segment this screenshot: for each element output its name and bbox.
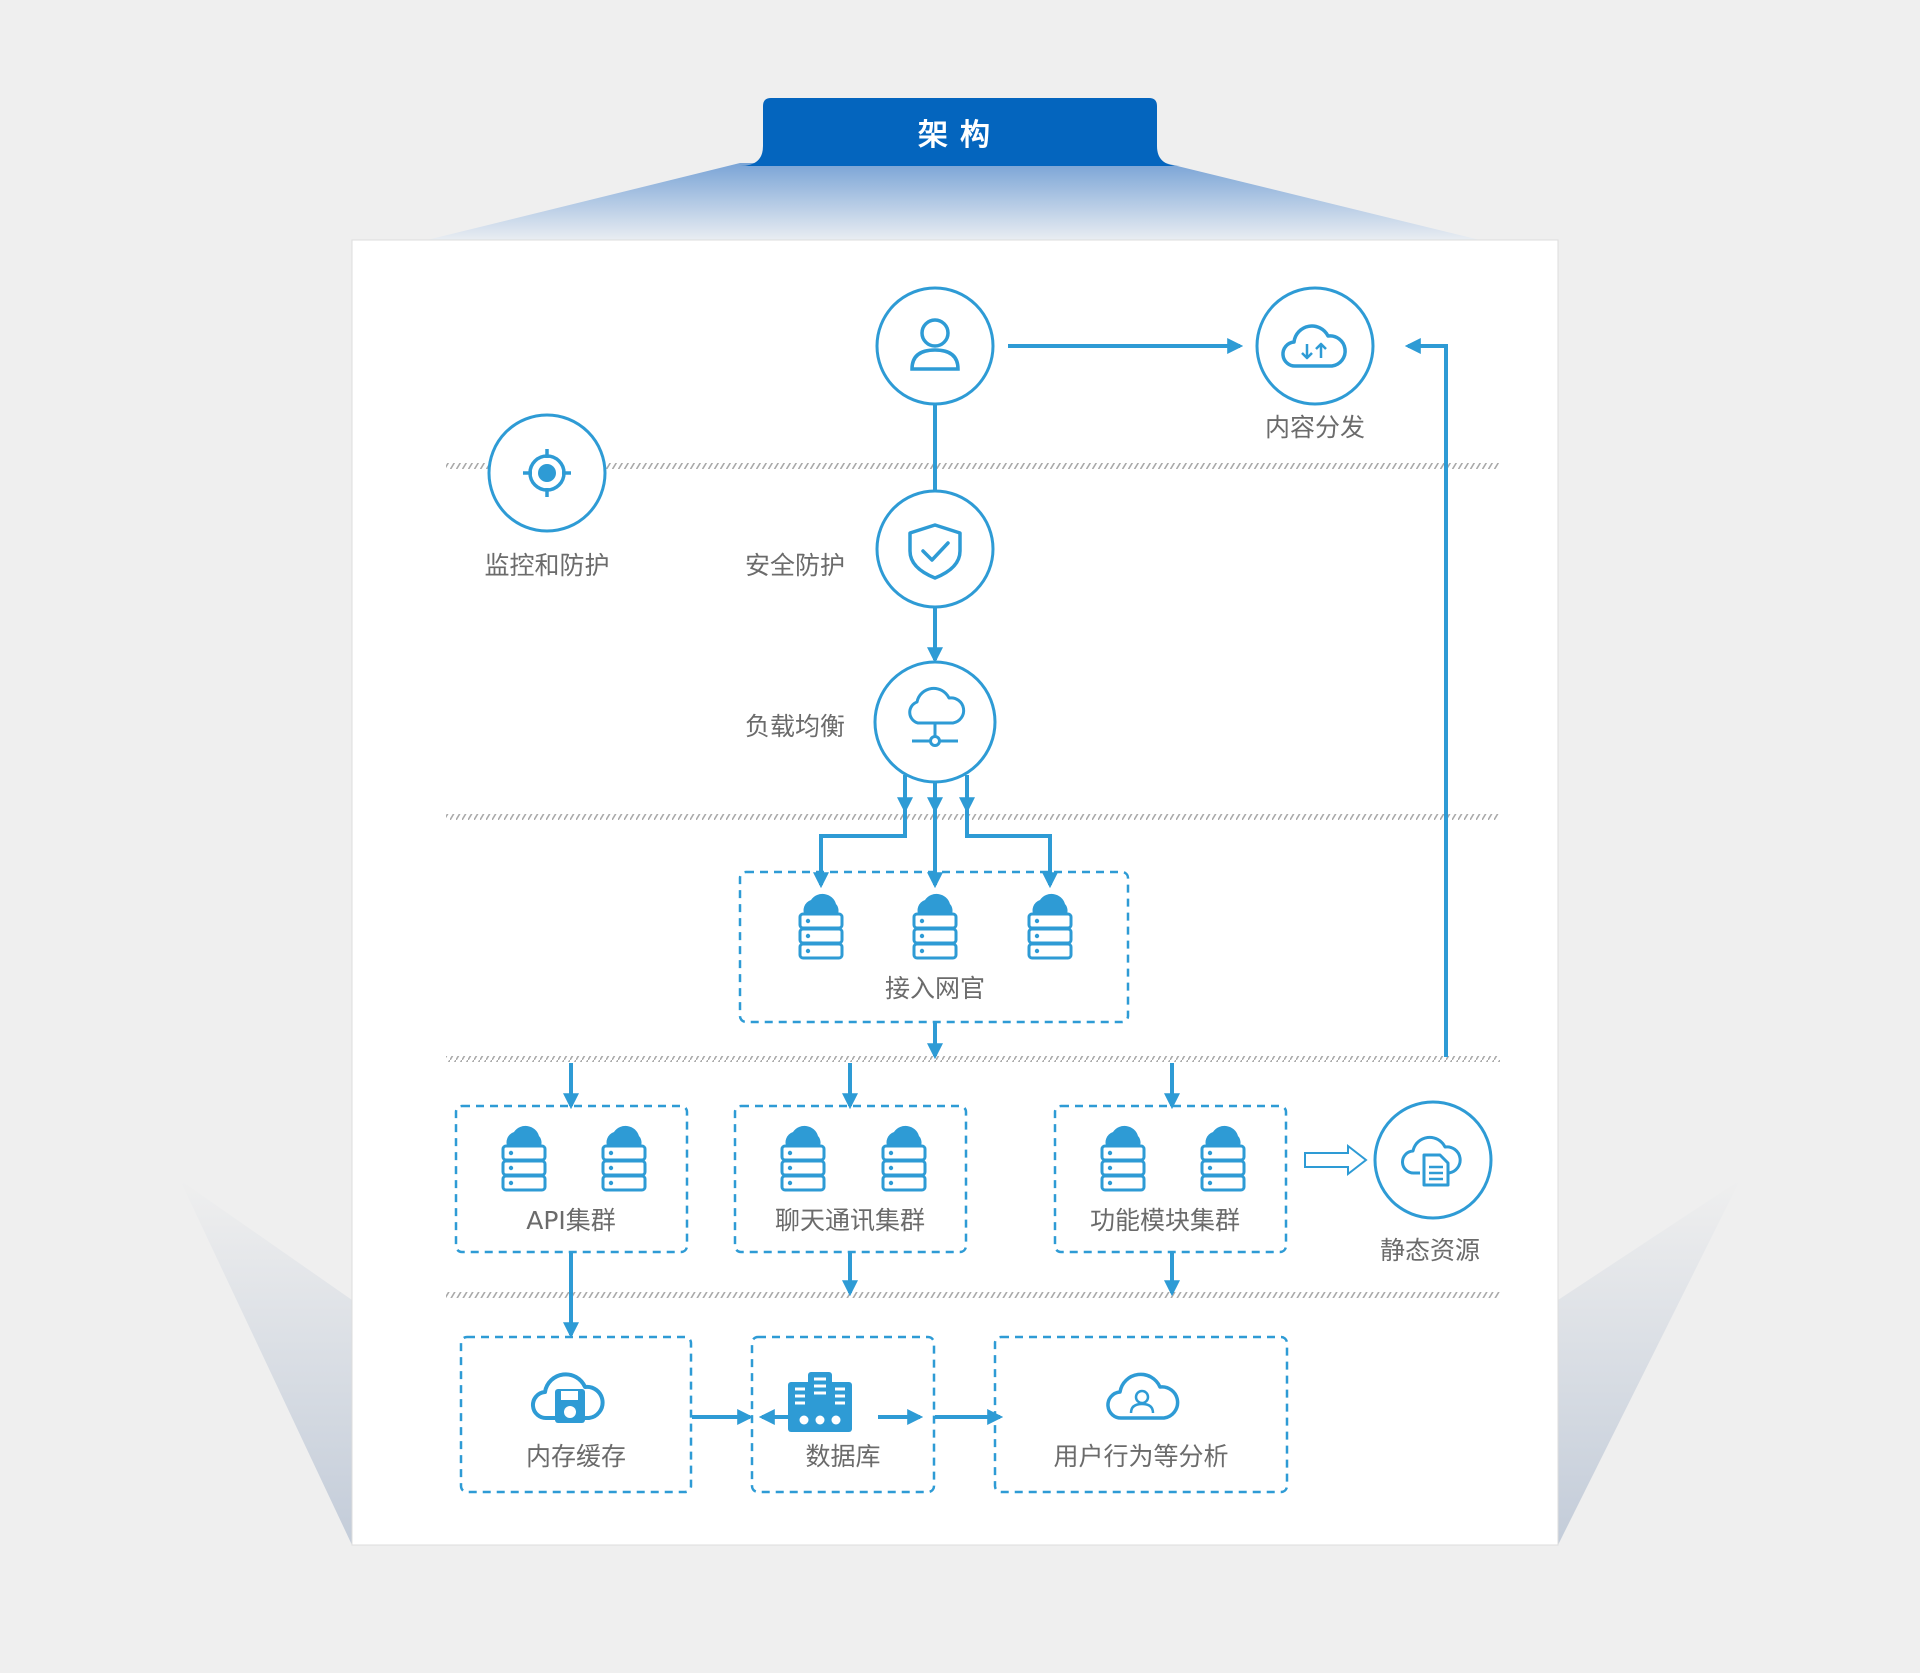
monitoring-label: 监控和防护: [484, 551, 610, 580]
hollow-arrow-icon: [1304, 1143, 1368, 1177]
cloud-server-icon: [798, 892, 844, 960]
memory-cache-box: [459, 1335, 693, 1494]
cloud-server-icon: [1100, 1124, 1146, 1192]
tier-divider: [446, 1056, 1500, 1062]
cloud-upload-download-icon: [1281, 324, 1347, 368]
header-tab: [740, 98, 1180, 166]
cloud-network-icon: [908, 686, 966, 747]
memory-cache-label: 内存缓存: [525, 1442, 626, 1471]
user-icon: [910, 318, 960, 371]
target-icon: [523, 449, 571, 497]
database-box: [750, 1335, 936, 1494]
cloud-floppy-icon: [531, 1372, 605, 1423]
arrow-to-gateway-left: [813, 810, 907, 889]
cloud-user-icon: [1106, 1372, 1180, 1420]
feature-cluster-box: [1053, 1104, 1288, 1254]
arrow-static-to-cdn: [1404, 338, 1448, 1057]
analytics-label: 用户行为等分析: [1053, 1442, 1229, 1471]
cloud-document-icon: [1401, 1135, 1462, 1187]
cloud-server-icon: [601, 1124, 647, 1192]
security-node: [875, 489, 995, 609]
analytics-box: [993, 1335, 1289, 1494]
database-label: 数据库: [805, 1442, 881, 1471]
arrow-to-gateway-right: [965, 810, 1058, 889]
page-title: 架构: [918, 118, 1002, 153]
tier-divider: [446, 1292, 1500, 1298]
cloud-server-icon: [912, 892, 958, 960]
access-gateway-box: [738, 870, 1130, 1024]
cloud-server-icon: [780, 1124, 826, 1192]
left-side-shadow: [180, 1180, 352, 1545]
api-cluster-box: [454, 1104, 689, 1254]
cloud-server-icon: [501, 1124, 547, 1192]
cloud-server-icon: [1027, 892, 1073, 960]
content-delivery-label: 内容分发: [1264, 413, 1365, 442]
tier-divider: [446, 463, 1500, 469]
tier-divider: [446, 814, 1500, 820]
access-gateway-label: 接入网官: [884, 974, 985, 1003]
static-resources-label: 静态资源: [1379, 1236, 1480, 1265]
api-cluster-label: API集群: [526, 1206, 616, 1235]
database-building-icon: [788, 1372, 852, 1432]
right-side-shadow: [1558, 1180, 1740, 1545]
feature-cluster-label: 功能模块集群: [1089, 1206, 1240, 1235]
cloud-server-icon: [1200, 1124, 1246, 1192]
security-label: 安全防护: [744, 551, 845, 580]
chat-cluster-box: [733, 1104, 968, 1254]
shield-check-icon: [908, 523, 962, 580]
chat-cluster-label: 聊天通讯集群: [774, 1206, 925, 1235]
load-balance-label: 负载均衡: [744, 712, 845, 741]
header-glow: [427, 163, 1480, 240]
content-delivery-node: [1255, 286, 1375, 406]
cloud-server-icon: [881, 1124, 927, 1192]
